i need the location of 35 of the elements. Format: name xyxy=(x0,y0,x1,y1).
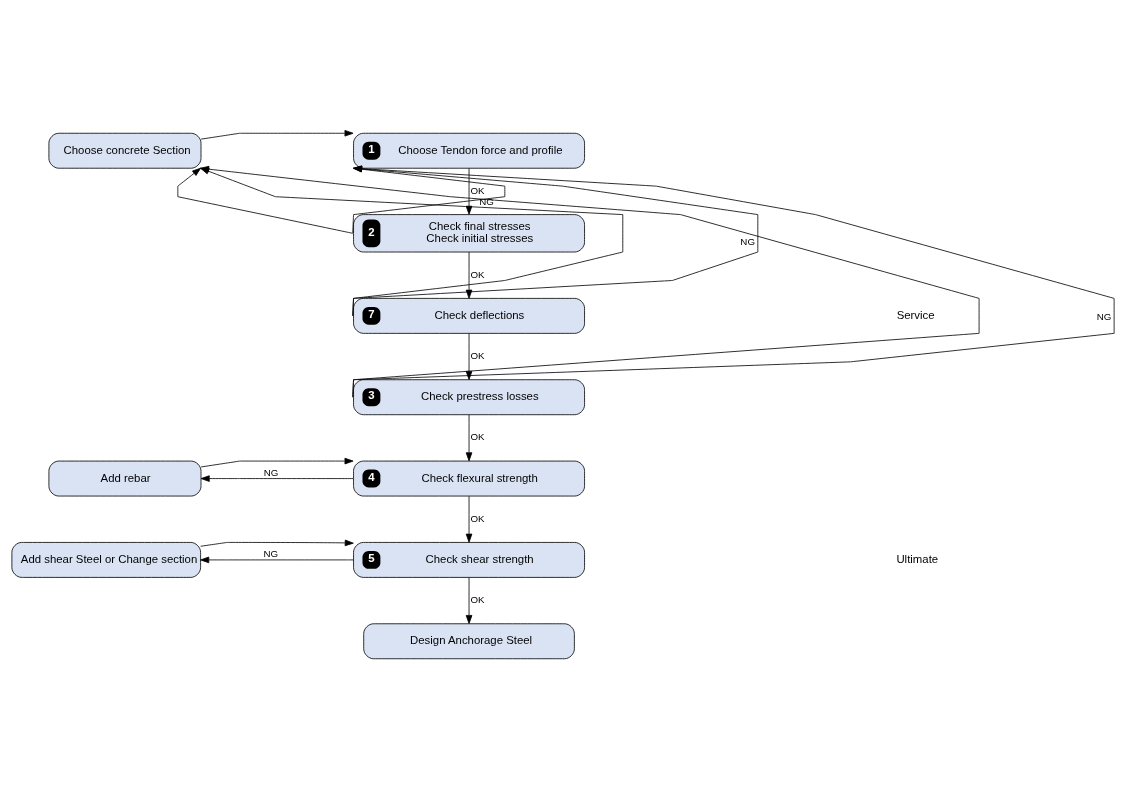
node-box: 2 Check final stresses Check initial stresses xyxy=(353,213,585,252)
node-box: 7 Check deflections xyxy=(353,297,585,334)
arrow xyxy=(352,165,506,234)
arrow xyxy=(465,495,473,543)
arrow xyxy=(465,167,473,215)
arrow xyxy=(465,251,473,299)
arrow xyxy=(200,457,354,467)
arrow xyxy=(465,576,473,624)
label: Ultimate xyxy=(896,552,939,565)
arrow xyxy=(200,474,354,482)
arrow xyxy=(200,556,354,563)
arrow xyxy=(352,164,1115,398)
node-box: Design Anchorage Steel xyxy=(363,622,575,659)
edge-label: NG xyxy=(263,547,279,559)
edge-label: OK xyxy=(470,184,485,196)
arrow xyxy=(352,165,759,316)
node-box: Add shear Steel or Change section xyxy=(11,541,201,578)
arrow xyxy=(465,414,473,461)
edge-label: OK xyxy=(470,593,485,605)
node-box: Choose concrete Section xyxy=(48,132,202,169)
node-box: Add rebar xyxy=(48,460,202,496)
edge-label: OK xyxy=(470,349,485,361)
edge-label: NG xyxy=(263,466,279,478)
label: Service xyxy=(896,308,935,321)
edge-label: NG xyxy=(1096,310,1112,322)
arrow xyxy=(200,129,354,140)
node-box: 1 Choose Tendon force and profile xyxy=(353,132,585,169)
arrow xyxy=(200,539,354,547)
edge-label: OK xyxy=(470,430,485,442)
edge-label: OK xyxy=(470,268,485,280)
node-box: 3 Check prestress losses xyxy=(353,378,585,415)
edge-label: NG xyxy=(740,235,755,247)
node-box: 4 Check flexural strength xyxy=(353,460,585,496)
node-box: 5 Check shear strength xyxy=(353,541,585,578)
edge-label: OK xyxy=(470,512,485,524)
